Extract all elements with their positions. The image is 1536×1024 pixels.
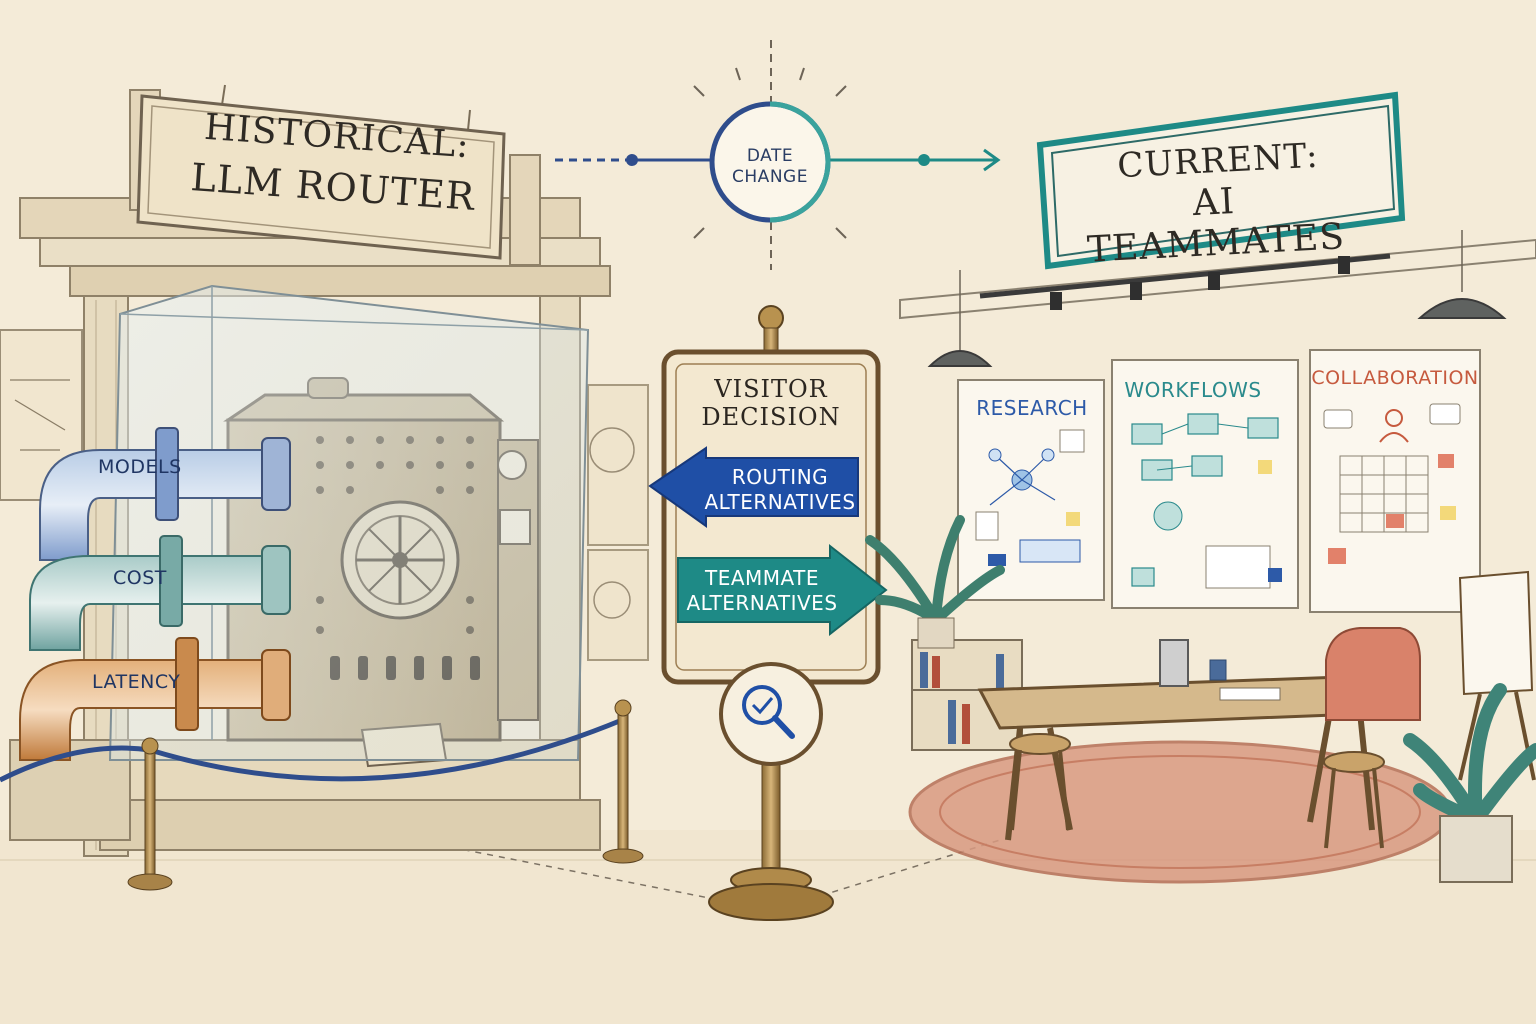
visitor-decision-signpost [648,305,888,921]
current-sign-board [1036,91,1406,270]
teammate-arrow-label-line2: ALTERNATIVES [686,591,838,615]
pipe-label-latency: LATENCY [92,671,181,693]
teammate-alternatives-arrow[interactable] [677,543,888,637]
workflows-board [1111,359,1299,609]
pipe-label-cost: COST [113,567,167,589]
routing-alternatives-arrow[interactable] [648,446,859,528]
routing-arrow-label-line2: ALTERNATIVES [704,490,856,514]
date-change-label-line1: DATE [746,146,794,166]
historical-exhibit [0,84,649,891]
board-title-workflows: WORKFLOWS [1124,378,1262,402]
routing-arrow-label-line1: ROUTING [731,465,829,489]
pipe-cost [29,535,291,651]
pipe-models [39,427,291,561]
velvet-rope-barrier [0,699,644,891]
potted-plant-right [1403,683,1536,883]
date-change-timeline [555,67,1001,239]
current-exhibit [865,91,1536,884]
pipe-label-models: MODELS [98,456,182,478]
date-change-label-line2: CHANGE [732,167,808,187]
board-title-collaboration: COLLABORATION [1311,367,1479,389]
research-board [957,379,1105,601]
historical-sign-board [136,94,506,260]
collaboration-board [1309,349,1481,613]
pipe-latency [19,637,291,761]
search-check-icon [742,685,782,725]
current-sign-subtitle: AI TEAMMATES [1086,180,1346,272]
board-title-research: RESEARCH [976,396,1088,420]
magnifier-icon [719,662,823,766]
potted-plant-left [865,515,1005,649]
teammate-arrow-label-line1: TEAMMATE [704,566,820,590]
visitor-decision-title-line2: DECISION [701,403,841,431]
visitor-decision-title-line1: VISITOR [714,375,828,403]
